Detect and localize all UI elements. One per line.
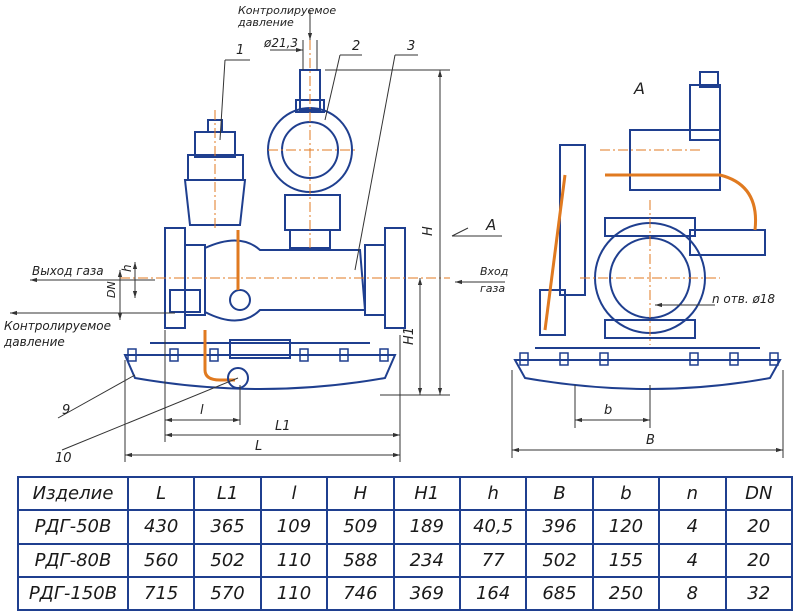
view-A-arrow-label: A	[485, 216, 496, 234]
label-controlled-pressure-left-1: Контролируемое	[4, 319, 111, 333]
table-cell: РДГ-50В	[17, 509, 129, 545]
table-cell: 4	[658, 542, 727, 578]
table-cell: 369	[392, 575, 461, 612]
table-cell: 250	[591, 575, 661, 612]
table-cell: 77	[458, 542, 528, 578]
table-header-cell: b	[591, 475, 661, 512]
callout-9: 9	[62, 403, 70, 418]
dim-h: h	[120, 264, 134, 272]
table-cell: 685	[525, 575, 594, 612]
label-diameter: ø21,3	[263, 36, 298, 50]
table-cell: 4	[658, 509, 727, 545]
callout-10: 10	[55, 451, 72, 466]
table-cell: 715	[126, 575, 196, 612]
table-cell: 8	[658, 575, 727, 612]
table-header-cell: h	[458, 475, 528, 512]
table-cell: 189	[392, 509, 461, 545]
table-header-cell: H	[326, 475, 395, 512]
table-cell: 110	[259, 542, 329, 578]
dim-L: L	[255, 439, 262, 454]
table-cell: 40,5	[458, 509, 528, 545]
dim-L1: L1	[275, 419, 291, 434]
table-cell: РДГ-150В	[17, 575, 129, 612]
dim-H1: H1	[402, 327, 417, 345]
table-cell: РДГ-80В	[17, 542, 129, 578]
regulator-drawing: Контролируемое давление ø21,3 1 2 3 9 10…	[3, 4, 784, 466]
label-gas-outlet: Выход газа	[32, 264, 104, 278]
table-cell: 502	[525, 542, 594, 578]
dim-B: B	[646, 433, 655, 448]
table-header-cell: DN	[724, 475, 794, 512]
table-cell: 164	[458, 575, 528, 612]
table-cell: 746	[326, 575, 395, 612]
label-gas-inlet-2: газа	[480, 282, 505, 295]
table-cell: 365	[193, 509, 262, 545]
table-header-cell: l	[259, 475, 329, 512]
label-controlled-pressure-top-1: Контролируемое	[238, 4, 336, 17]
dim-l: l	[200, 403, 204, 418]
callout-2: 2	[352, 39, 360, 54]
label-holes: n отв. ø18	[712, 292, 775, 306]
table-header-cell: H1	[392, 475, 461, 512]
table-cell: 560	[126, 542, 196, 578]
table-cell: 120	[591, 509, 661, 545]
dim-b: b	[604, 403, 612, 418]
table-header-cell: L	[126, 475, 196, 512]
table-header-cell: L1	[193, 475, 262, 512]
table-cell: 234	[392, 542, 461, 578]
label-gas-inlet-1: Вход	[480, 265, 508, 278]
callout-1: 1	[236, 43, 244, 58]
table-cell: 20	[724, 542, 794, 578]
table-header-cell: n	[658, 475, 727, 512]
table-cell: 570	[193, 575, 262, 612]
table-cell: 110	[259, 575, 329, 612]
table-cell: 20	[724, 509, 794, 545]
table-cell: 502	[193, 542, 262, 578]
dim-H: H	[421, 226, 436, 236]
table-cell: 588	[326, 542, 395, 578]
callout-3: 3	[407, 39, 415, 54]
table-cell: 109	[259, 509, 329, 545]
table-cell: 509	[326, 509, 395, 545]
view-A-title: A	[633, 79, 645, 98]
table-cell: 155	[591, 542, 661, 578]
label-controlled-pressure-top-2: давление	[237, 16, 294, 29]
label-controlled-pressure-left-2: давление	[3, 335, 65, 349]
table-cell: 430	[126, 509, 196, 545]
side-view	[513, 71, 782, 390]
table-cell: 396	[525, 509, 594, 545]
table-header-cell: B	[525, 475, 594, 512]
table-cell: 32	[724, 575, 794, 612]
table-header-cell: Изделие	[17, 475, 129, 512]
dim-DN: DN	[105, 281, 118, 298]
